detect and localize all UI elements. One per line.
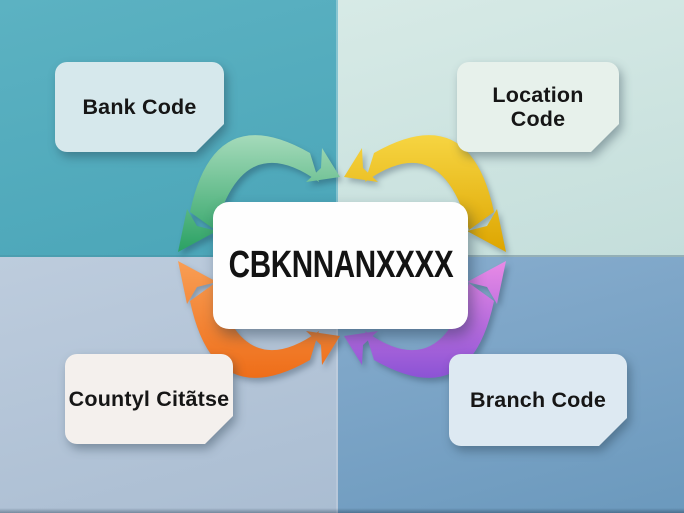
box-bank: Bank Code bbox=[55, 62, 224, 152]
center-box: CBKNNANXXXX bbox=[213, 202, 468, 329]
quadrant-divider-horizontal-left bbox=[0, 255, 338, 257]
swift-code-text: CBKNNANXXXX bbox=[228, 244, 453, 286]
box-country: Countyl Citãtse bbox=[65, 354, 233, 444]
quadrant-divider-vertical-top bbox=[336, 0, 338, 257]
country-code-box-wrapper: Countyl Citãtse bbox=[65, 354, 233, 444]
location-code-box-wrapper: Location Code bbox=[457, 62, 619, 152]
bottom-edge-shade bbox=[0, 508, 684, 513]
quadrant-divider-vertical-bottom bbox=[336, 257, 338, 513]
bank-code-label: Bank Code bbox=[82, 94, 197, 119]
location-code-label: Location Code bbox=[492, 82, 584, 131]
quadrant-divider-horizontal-right bbox=[338, 255, 684, 257]
branch-code-label: Branch Code bbox=[470, 387, 606, 412]
country-code-label: Countyl Citãtse bbox=[68, 386, 230, 411]
box-branch: Branch Code bbox=[449, 354, 627, 446]
branch-code-box-wrapper: Branch Code bbox=[449, 354, 627, 446]
box-location: Location Code bbox=[457, 62, 619, 152]
bank-code-box-wrapper: Bank Code bbox=[55, 62, 224, 152]
